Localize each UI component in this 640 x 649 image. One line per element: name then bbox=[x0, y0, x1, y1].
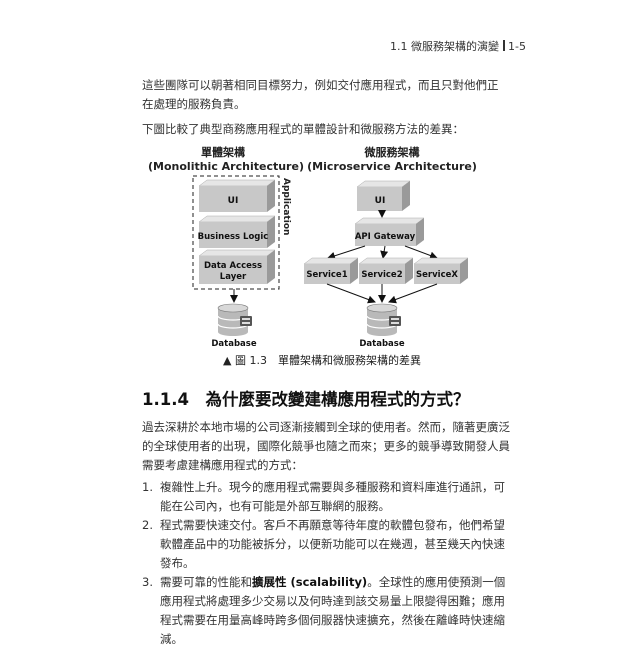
list-item: 1. 複雜性上升。現今的應用程式需要與多種服務和資料庫進行通訊，可能在公司內，也… bbox=[142, 478, 512, 516]
micro-title-zh: 微服務架構 bbox=[364, 146, 420, 159]
servicex-box: ServiceX bbox=[413, 257, 469, 284]
service1-label: Service1 bbox=[306, 270, 347, 280]
mono-database-icon bbox=[217, 303, 252, 336]
business-logic-label: Business Logic bbox=[198, 232, 269, 242]
numbered-list: 1. 複雜性上升。現今的應用程式需要與多種服務和資料庫進行通訊，可能在公司內，也… bbox=[142, 478, 512, 649]
gateway-to-service1-arrow bbox=[327, 245, 366, 260]
scalability-term: 擴展性 (scalability) bbox=[252, 575, 368, 589]
servicex-to-db-arrow bbox=[388, 283, 438, 304]
api-gateway-box: API Gateway bbox=[354, 217, 425, 246]
running-header: 1.1 微服務架構的演變 1-5 bbox=[390, 38, 526, 54]
mono-db-label: Database bbox=[211, 339, 256, 349]
data-access-label-line1: Data Access bbox=[204, 261, 262, 271]
micro-title-en: (Microservice Architecture) bbox=[307, 160, 477, 173]
micro-ui-box: UI bbox=[356, 180, 411, 211]
service1-to-db-arrow bbox=[326, 283, 376, 304]
list-item: 2. 程式需要快速交付。客戶不再願意等待年度的軟體包發布，他們希望軟體產品中的功… bbox=[142, 516, 512, 573]
gateway-to-service2-arrow bbox=[380, 245, 389, 259]
page-number: 1-5 bbox=[508, 40, 526, 53]
micro-title: 微服務架構 (Microservice Architecture) bbox=[307, 146, 477, 174]
list-item-text: 程式需要快速交付。客戶不再願意等待年度的軟體包發布，他們希望軟體產品中的功能被拆… bbox=[160, 518, 505, 570]
data-access-layer-box: Data Access Layer bbox=[198, 249, 276, 284]
service2-label: Service2 bbox=[361, 270, 402, 280]
section-title: 1.1.4 為什麼要改變建構應用程式的方式？ bbox=[142, 390, 470, 409]
list-item: 3. 需要可靠的性能和擴展性 (scalability)。全球性的應用使預測一個… bbox=[142, 573, 512, 649]
list-item-text: 複雜性上升。現今的應用程式需要與多種服務和資料庫進行通訊，可能在公司內，也有可能… bbox=[160, 480, 505, 513]
mono-title-zh: 單體架構 bbox=[201, 146, 245, 159]
intro-paragraph-1: 這些團隊可以朝著相同目標努力，例如交付應用程式，而且只對他們正在處理的服務負責。 bbox=[142, 78, 499, 111]
list-item-number: 3. bbox=[142, 575, 153, 589]
figure-caption: ▲ 圖 1.3 單體架構和微服務架構的差異 bbox=[223, 354, 421, 367]
ui-layer-box: UI bbox=[198, 179, 276, 212]
list-item-text-pre: 需要可靠的性能和 bbox=[160, 575, 252, 589]
service2-box: Service2 bbox=[358, 257, 414, 284]
mono-title-en: (Monolithic Architecture) bbox=[148, 160, 304, 173]
header-divider bbox=[503, 40, 505, 51]
application-boundary bbox=[192, 175, 280, 290]
intro-paragraph-2: 下圖比較了典型商務應用程式的單體設計和微服務方法的差異： bbox=[142, 122, 464, 136]
list-item-number: 2. bbox=[142, 518, 153, 532]
business-logic-layer-box: Business Logic bbox=[198, 215, 276, 248]
api-gateway-label: API Gateway bbox=[355, 232, 416, 242]
ui-layer-label: UI bbox=[228, 196, 239, 206]
list-item-text-post: 。全球性的應用使預測一個應用程式將處理多少交易以及何時達到該交易量上限變得困難；… bbox=[160, 575, 506, 646]
service1-box: Service1 bbox=[303, 257, 359, 284]
micro-ui-label: UI bbox=[375, 196, 386, 206]
micro-database-icon bbox=[366, 303, 401, 336]
gateway-to-servicex-arrow bbox=[404, 245, 438, 260]
micro-db-label: Database bbox=[359, 339, 404, 349]
section-paragraph: 過去深耕於本地市場的公司逐漸接觸到全球的使用者。然而，隨著更廣泛的全球使用者的出… bbox=[142, 420, 510, 472]
mono-title: 單體架構 (Monolithic Architecture) bbox=[148, 146, 304, 174]
application-label: Application bbox=[281, 178, 291, 235]
servicex-label: ServiceX bbox=[416, 270, 458, 280]
data-access-label-line2: Layer bbox=[220, 272, 247, 282]
list-item-number: 1. bbox=[142, 480, 153, 494]
header-section: 1.1 微服務架構的演變 bbox=[390, 40, 499, 53]
